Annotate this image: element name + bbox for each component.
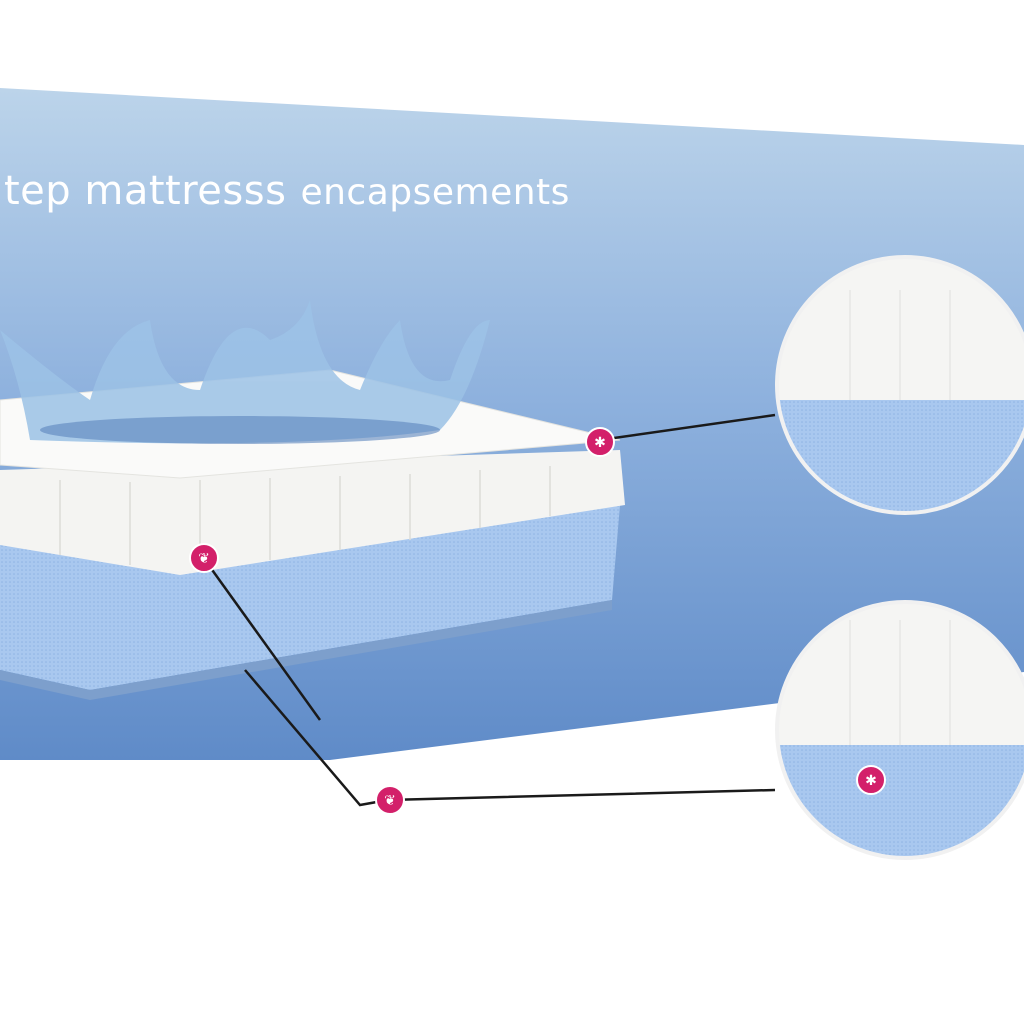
leaf-icon: ❦ bbox=[189, 543, 219, 573]
bug-icon: ✱ bbox=[856, 765, 886, 795]
svg-text:✱: ✱ bbox=[865, 773, 877, 789]
svg-text:❦: ❦ bbox=[384, 793, 396, 809]
water-splash bbox=[0, 300, 490, 444]
headline: tep mattresss encapsements bbox=[4, 168, 570, 214]
leaf-icon: ❦ bbox=[375, 785, 405, 815]
detail-circle-top bbox=[775, 255, 1024, 515]
connector-lines bbox=[203, 413, 776, 807]
headline-part1: tep mattresss bbox=[4, 168, 287, 214]
mattress bbox=[0, 450, 625, 575]
bug-icon: ✱ bbox=[585, 427, 615, 457]
headline-part2: encapsements bbox=[300, 172, 570, 213]
svg-text:✱: ✱ bbox=[594, 435, 606, 451]
svg-text:❦: ❦ bbox=[198, 551, 210, 567]
